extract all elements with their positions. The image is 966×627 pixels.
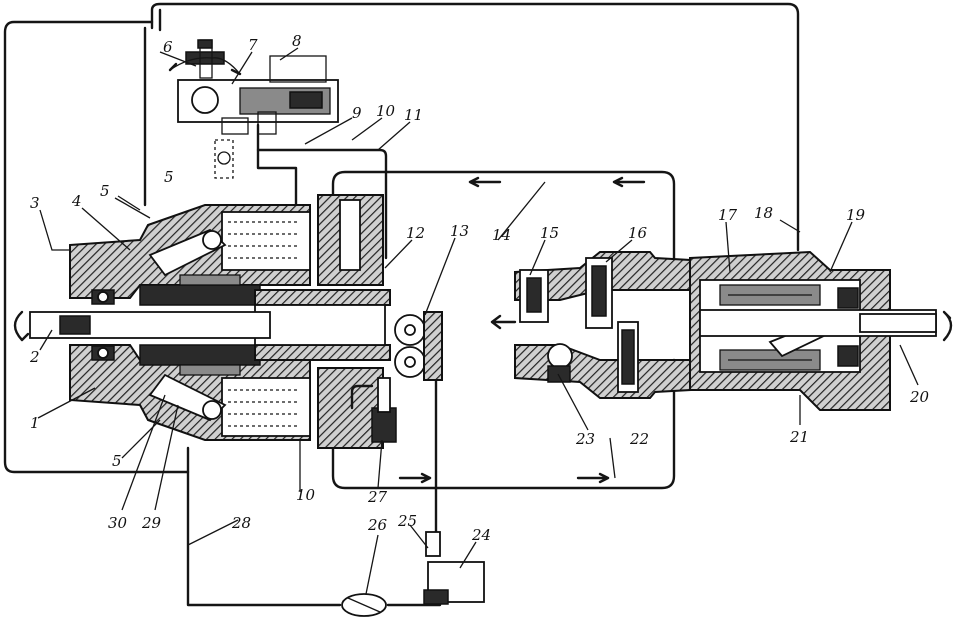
- pipe-11: [256, 148, 388, 260]
- valve-27: [350, 377, 397, 443]
- label-10-top: 10: [376, 102, 396, 120]
- pipe-25: [428, 368, 438, 550]
- output-shaft-20: [699, 309, 953, 342]
- label-17: 17: [718, 206, 738, 224]
- label-28: 28: [231, 514, 251, 532]
- label-5-top: 5: [100, 182, 110, 200]
- label-21: 21: [789, 428, 809, 446]
- label-12: 12: [406, 224, 425, 242]
- label-8: 8: [292, 32, 302, 50]
- label-27: 27: [367, 488, 388, 506]
- label-29: 29: [141, 514, 162, 532]
- gear-pump-13: [394, 311, 443, 381]
- label-9: 9: [352, 104, 362, 122]
- label-16: 16: [628, 224, 648, 242]
- tank-24: [423, 531, 485, 605]
- input-shaft-2: [13, 310, 271, 342]
- label-11: 11: [404, 106, 423, 124]
- label-7: 7: [248, 36, 258, 54]
- label-20: 20: [909, 388, 930, 406]
- leader-lines: [37, 47, 919, 595]
- label-14: 14: [492, 226, 511, 244]
- motor-assembly-right: [490, 250, 891, 411]
- label-3: 3: [30, 194, 40, 212]
- label-13: 13: [450, 222, 469, 240]
- pipe-18-top: [150, 2, 800, 252]
- pipe-3: [3, 20, 190, 474]
- label-30: 30: [108, 514, 128, 532]
- label-5-bottom: 5: [112, 452, 122, 470]
- label-10-bottom: 10: [296, 486, 316, 504]
- label-23: 23: [575, 430, 595, 448]
- label-26: 26: [367, 516, 388, 534]
- label-19: 19: [846, 206, 866, 224]
- pipe-9: [256, 123, 298, 214]
- label-15: 15: [540, 224, 559, 242]
- label-22: 22: [629, 430, 649, 448]
- label-18: 18: [754, 204, 773, 222]
- label-6: 6: [163, 38, 173, 56]
- callout-labels: 1 2 3 4 5 5 5 6 7 8 9 10 10 11 12 13 14 …: [29, 32, 930, 544]
- pipe-28: [186, 446, 342, 607]
- label-2: 2: [29, 348, 40, 366]
- label-1: 1: [30, 414, 40, 432]
- pipe-22: [331, 358, 676, 490]
- filter-26: [341, 593, 387, 617]
- pipelines: [3, 2, 800, 607]
- label-24: 24: [471, 526, 491, 544]
- label-25: 25: [397, 512, 417, 530]
- label-5-servo: 5: [164, 168, 174, 186]
- label-4: 4: [71, 192, 82, 210]
- pipe-14: [331, 170, 676, 282]
- pump-assembly-left: [69, 194, 391, 449]
- servo-valve-unit: [168, 39, 339, 179]
